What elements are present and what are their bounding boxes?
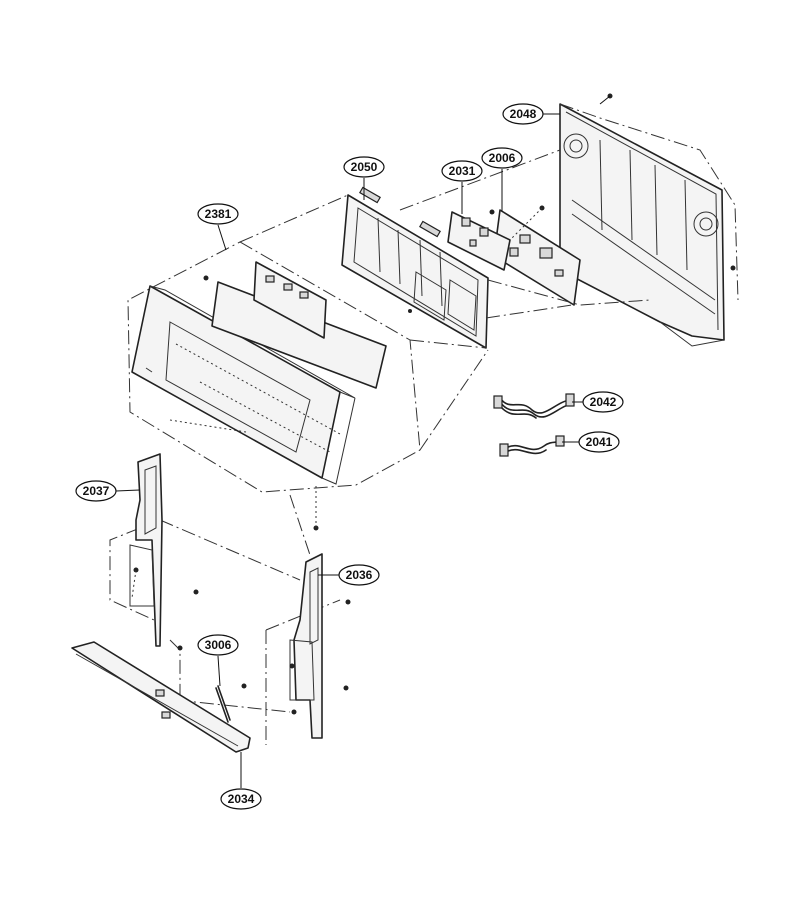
right-side-bracket (289, 553, 351, 739)
callout-label: 2041 (586, 435, 613, 449)
callout-label: 3006 (205, 638, 232, 652)
callout-label: 2042 (590, 395, 617, 409)
callout-label: 2006 (489, 151, 516, 165)
callout-2034: 2034 (220, 752, 262, 810)
callout-2050: 2050 (343, 156, 385, 200)
front-control-cover (127, 241, 421, 531)
callout-2041: 2041 (562, 431, 620, 453)
callout-2048: 2048 (502, 103, 560, 125)
callout-2037: 2037 (75, 480, 141, 502)
front-trim-bar (71, 641, 251, 753)
left-side-bracket (129, 453, 199, 651)
callout-3006: 3006 (197, 634, 239, 687)
callout-2006: 2006 (481, 147, 523, 212)
control-panel-frame (341, 186, 489, 349)
callout-2042: 2042 (572, 391, 624, 413)
switch-board (447, 209, 511, 271)
callout-label: 2050 (351, 160, 378, 174)
rear-back-panel (559, 93, 739, 347)
pin-part (215, 685, 231, 723)
callout-label: 2031 (449, 164, 476, 178)
wire-harness-2041 (499, 435, 565, 457)
wire-harness-2042 (493, 393, 575, 419)
callout-label: 2381 (205, 207, 232, 221)
callout-label: 2037 (83, 484, 110, 498)
callout-2031: 2031 (441, 160, 483, 214)
callout-2036: 2036 (318, 564, 380, 586)
callout-label: 2036 (346, 568, 373, 582)
callout-label: 2034 (228, 792, 255, 806)
callout-2381: 2381 (197, 203, 239, 251)
callout-label: 2048 (510, 107, 537, 121)
